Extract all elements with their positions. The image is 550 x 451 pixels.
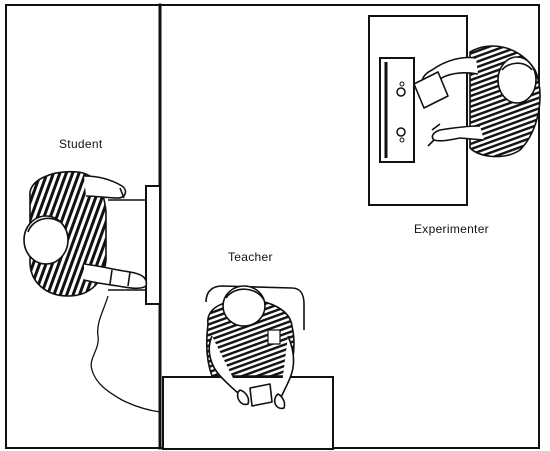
student-label: Student [59,137,102,151]
electrode-wire [91,296,160,412]
teacher-desk [163,377,333,449]
experimenter-label: Experimenter [414,222,489,236]
experimenter-desk [369,16,467,205]
student-figure [24,172,160,412]
teacher-label: Teacher [228,250,273,264]
